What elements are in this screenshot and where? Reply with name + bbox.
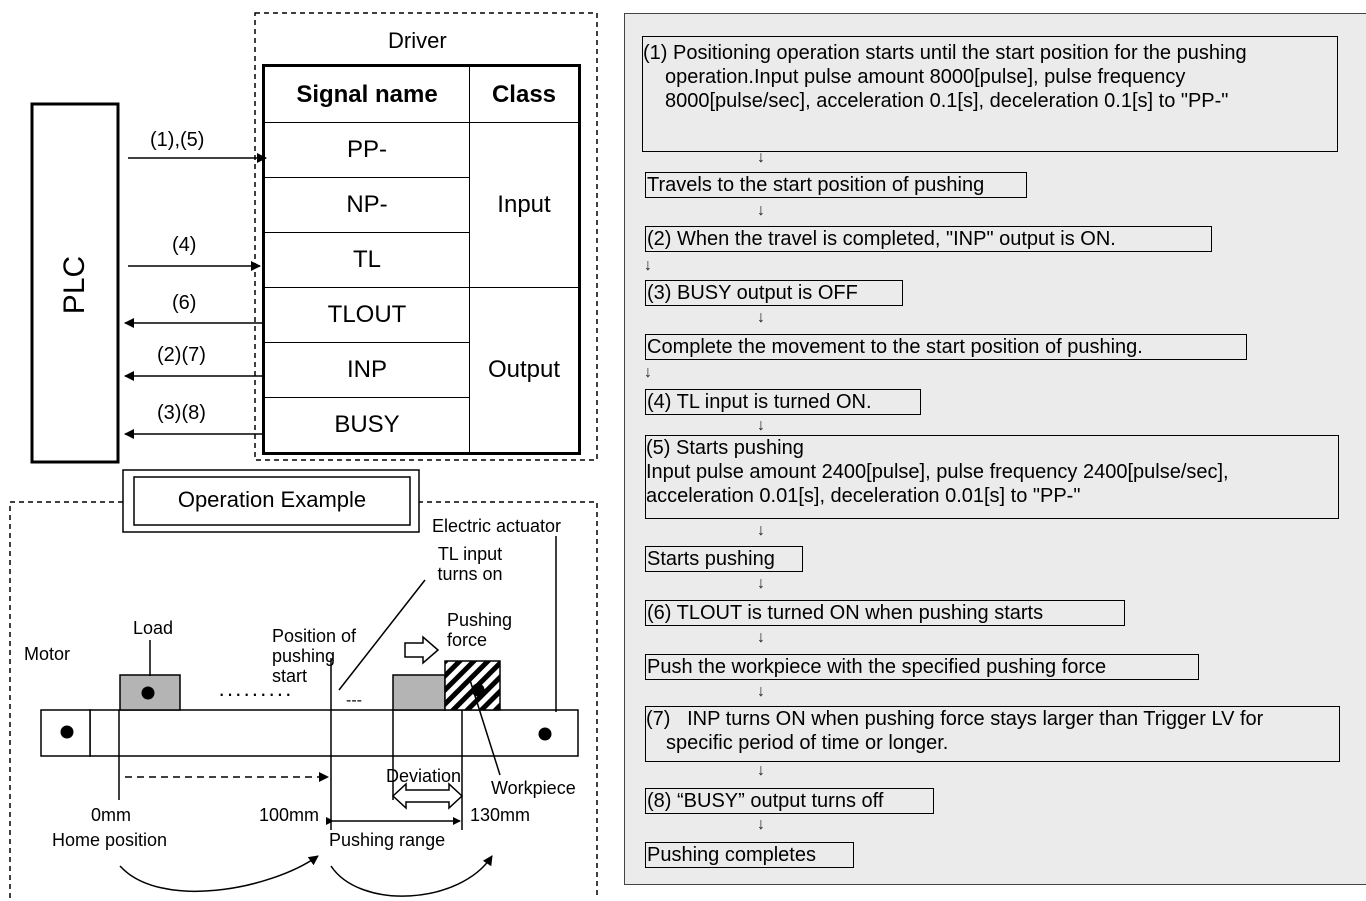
signal-tlout: TLOUT (263, 287, 470, 343)
flow-step-7: (5) Starts pushing Input pulse amount 24… (645, 435, 1339, 519)
flow-arrow-8: ↓ (757, 575, 765, 592)
flow-step-11-text: (7) INP turns ON when pushing force stay… (646, 708, 1264, 754)
curve-arrow-1 (119, 855, 319, 892)
arrow-label-2-7: (2)(7) (157, 344, 206, 366)
flow-step-4: (3) BUSY output is OFF (645, 280, 903, 306)
workpiece-leader (469, 679, 501, 776)
flow-arrow-11: ↓ (757, 762, 765, 779)
label-electric-actuator: Electric actuator (432, 516, 562, 536)
signal-pp: PP- (263, 122, 470, 178)
label-home-position: Home position (52, 830, 168, 850)
header-class: Class (469, 65, 580, 123)
pushing-load-block (392, 674, 446, 711)
header-signal-name: Signal name (263, 65, 470, 123)
flow-step-1-text: (1) Positioning operation starts until t… (643, 42, 1247, 112)
arrow-label-3-8: (3)(8) (157, 402, 206, 424)
label-tl-input: TL input turns on (437, 544, 503, 584)
flow-step-12: (8) “BUSY” output turns off (645, 788, 934, 814)
flow-step-13: Pushing completes (645, 842, 854, 868)
driver-title: Driver (388, 28, 447, 53)
flow-arrow-10: ↓ (757, 683, 765, 700)
label-motor: Motor (24, 644, 71, 664)
label-deviation: Deviation (386, 766, 462, 786)
curve-arrow-2 (330, 855, 493, 897)
plc-box (30, 102, 120, 464)
label-position-of-pushing-start: Position of pushing start (272, 626, 357, 686)
load-dot (141, 686, 155, 700)
arrow-label-4: (4) (172, 234, 197, 256)
pushing-force-arrow (404, 635, 440, 665)
deviation-arrow (391, 782, 464, 810)
flow-step-1: (1) Positioning operation starts until t… (642, 36, 1338, 152)
flow-arrow-7: ↓ (757, 522, 765, 539)
actuator-dot (538, 727, 552, 741)
label-dots: ········· (218, 681, 293, 706)
label-load: Load (133, 618, 174, 638)
driver-frame (254, 12, 598, 461)
flow-arrow-2: ↓ (757, 202, 765, 219)
flow-step-11: (7) INP turns ON when pushing force stay… (645, 706, 1340, 762)
flow-arrow-3: ↓ (644, 257, 652, 274)
label-0mm: 0mm (91, 805, 131, 825)
operation-frame (9, 501, 598, 898)
plc-label: PLC (58, 255, 91, 315)
flow-arrow-1: ↓ (757, 149, 765, 166)
class-input: Input (469, 122, 580, 288)
operation-example-title: Operation Example (177, 487, 367, 512)
flow-step-6: (4) TL input is turned ON. (645, 389, 921, 415)
flow-step-10: Push the workpiece with the specified pu… (645, 654, 1199, 680)
label-pushing-range: Pushing range (329, 830, 446, 850)
class-output: Output (469, 287, 580, 454)
motor-dot (60, 725, 74, 739)
label-130mm: 130mm (470, 805, 531, 825)
tl-input-leader (338, 579, 426, 691)
actuator-rail (89, 709, 579, 757)
flow-step-5: Complete the movement to the start posit… (645, 334, 1247, 360)
signal-inp: INP (263, 342, 470, 398)
flow-step-2: Travels to the start position of pushing (645, 172, 1027, 198)
signal-tl: TL (263, 232, 470, 288)
flow-arrow-9: ↓ (757, 629, 765, 646)
flow-step-9: (6) TLOUT is turned ON when pushing star… (645, 600, 1125, 626)
label-100mm: 100mm (259, 805, 320, 825)
signal-table: Signal name Class PP- Input NP- TL TLOUT… (262, 64, 581, 455)
flow-step-8: Starts pushing (645, 546, 803, 572)
flow-arrow-5: ↓ (644, 364, 652, 381)
flow-arrow-6: ↓ (757, 417, 765, 434)
signal-busy: BUSY (263, 397, 470, 454)
label-pushing-force: Pushing force (447, 610, 513, 650)
arrow-label-1-5: (1),(5) (150, 129, 205, 151)
label-dashes: --- (346, 692, 362, 709)
signal-np: NP- (263, 177, 470, 233)
arrow-label-6: (6) (172, 292, 197, 314)
flow-arrow-12: ↓ (757, 816, 765, 833)
flow-step-3: (2) When the travel is completed, "INP" … (645, 226, 1212, 252)
operation-title-frame-inner (133, 476, 411, 526)
label-workpiece: Workpiece (491, 778, 576, 798)
flow-arrow-4: ↓ (757, 309, 765, 326)
